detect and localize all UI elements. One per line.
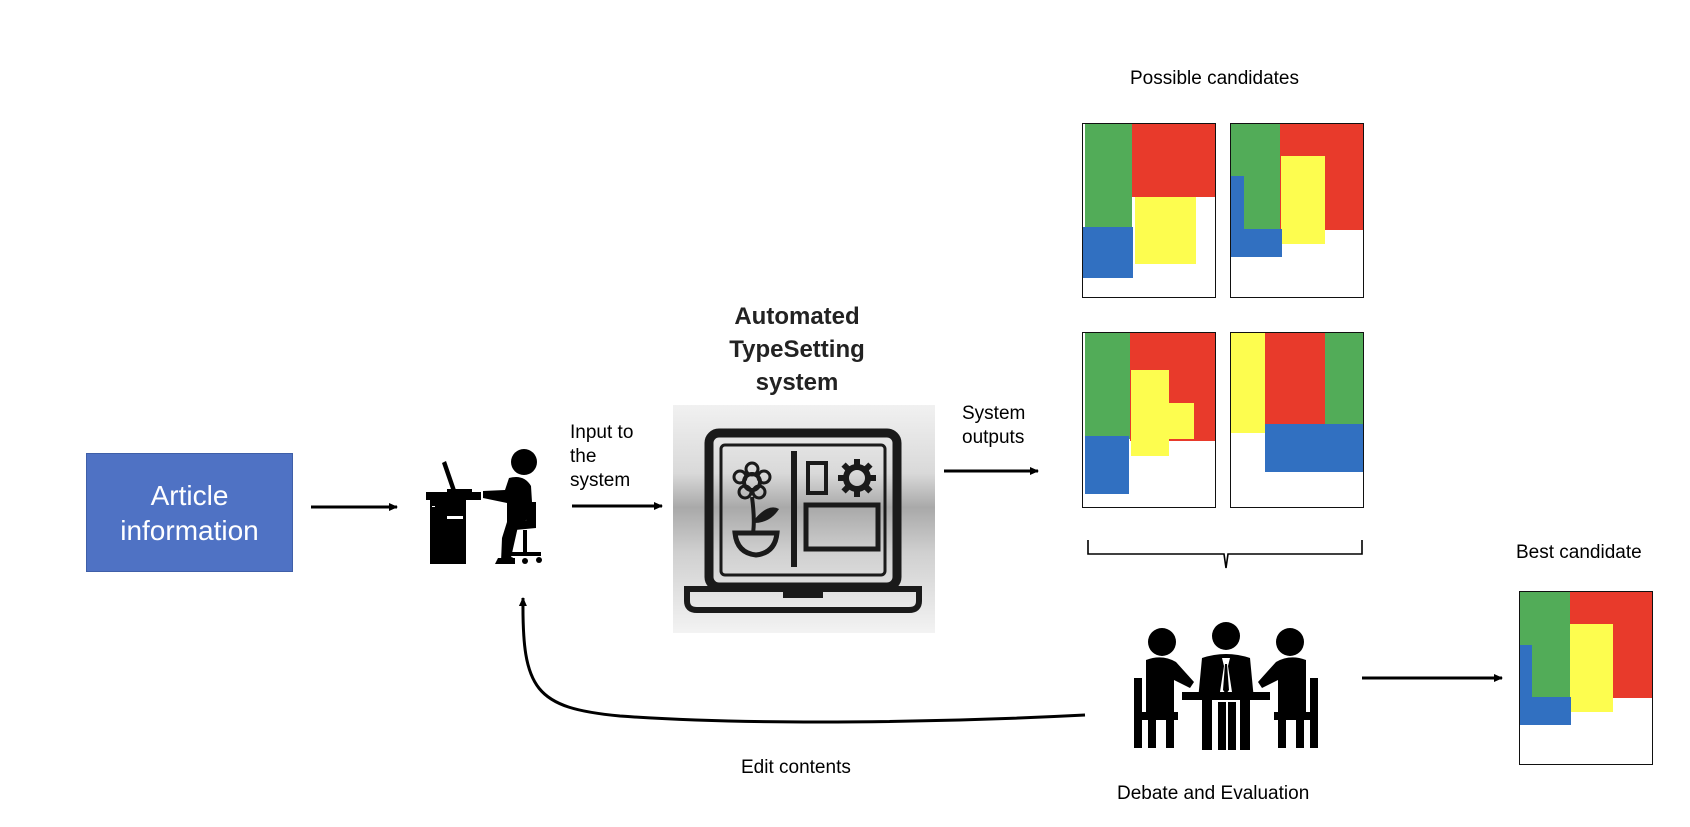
layout-block-blue bbox=[1231, 176, 1244, 231]
best-candidate-label: Best candidate bbox=[1516, 542, 1642, 563]
layout-block-green bbox=[1085, 333, 1131, 439]
layout-block-red bbox=[1265, 333, 1325, 426]
arrow-edit-contents bbox=[518, 597, 1086, 724]
article-information-box: Article information bbox=[86, 453, 293, 572]
system-outputs-label: System outputs bbox=[962, 403, 1026, 448]
layout-block-yellow bbox=[1131, 370, 1169, 456]
candidate-layout-4 bbox=[1230, 332, 1364, 508]
debate-and-evaluation-label: Debate and Evaluation bbox=[1117, 783, 1310, 804]
layout-block-yellow bbox=[1281, 156, 1325, 244]
layout-block-blue bbox=[1083, 227, 1133, 278]
layout-block-green bbox=[1325, 333, 1363, 435]
person-at-desk-icon bbox=[426, 449, 542, 564]
laptop-typesetting-icon bbox=[684, 428, 922, 613]
layout-block-green bbox=[1085, 124, 1132, 227]
article-information-label: Article information bbox=[120, 479, 259, 546]
input-to-system-label: Input to the system bbox=[570, 422, 634, 491]
layout-block-yellow bbox=[1231, 333, 1265, 433]
best-candidate-layout bbox=[1519, 591, 1653, 765]
layout-block-red bbox=[1132, 124, 1215, 197]
possible-candidates-label: Possible candidates bbox=[1130, 68, 1299, 89]
layout-block-yellow bbox=[1135, 197, 1196, 264]
layout-block-blue bbox=[1520, 645, 1532, 699]
layout-block-blue bbox=[1085, 436, 1129, 494]
layout-block-blue-lower bbox=[1231, 229, 1282, 257]
candidate-layout-3 bbox=[1082, 332, 1216, 508]
candidate-layout-1 bbox=[1082, 123, 1216, 298]
layout-block-blue-lower bbox=[1520, 697, 1571, 725]
layout-block-yellow-extension bbox=[1169, 403, 1194, 439]
candidate-layout-2 bbox=[1230, 123, 1364, 298]
layout-block-blue bbox=[1265, 424, 1363, 472]
candidates-brace bbox=[1087, 540, 1363, 569]
system-title: Automated TypeSetting system bbox=[729, 303, 865, 397]
meeting-group-icon bbox=[1134, 622, 1318, 750]
layout-block-yellow bbox=[1570, 624, 1613, 712]
edit-contents-label: Edit contents bbox=[741, 757, 851, 778]
